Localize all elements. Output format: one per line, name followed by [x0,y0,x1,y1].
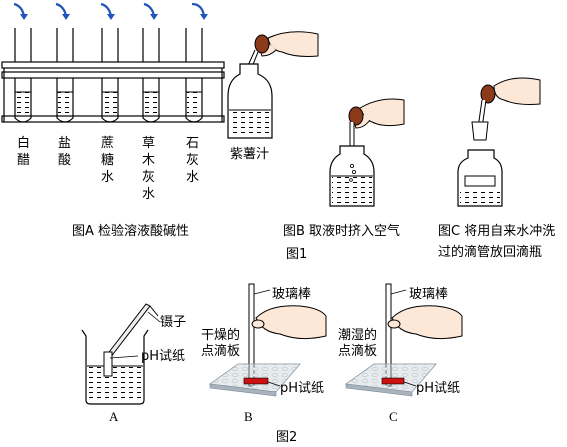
tube-label-char: 木 [142,153,155,168]
tube-label-char: 草 [142,136,155,151]
ph-paper-label-c: pH试纸 [416,381,460,396]
tube-label-char: 水 [101,170,114,185]
plate-label-c2: 点滴板 [338,343,377,359]
letter-b: B [244,409,253,424]
glass-rod-label-c: 玻璃棒 [409,287,448,302]
tube-label-char: 灰 [142,170,155,185]
tube-labels: 白 醋 盐 酸 蔗 糖 水 草 木 灰 水 石 灰 水 [17,135,199,202]
glass-rod-label-b: 玻璃棒 [272,287,311,302]
tube-label-char: 白 [17,135,30,151]
dropper-bottle-b [329,98,405,207]
plate-label-b2: 点滴板 [201,343,240,359]
setup-b: 玻璃棒 干燥的 点滴板 pH试纸 B [201,283,327,424]
caption-a: 图A 检验溶液酸碱性 [72,223,189,239]
tube-label-char: 水 [186,170,199,185]
caption-c-line1: 图C 将用自来水冲洗 [438,224,555,239]
lower-tubes [14,78,203,123]
tube-label-char: 盐 [58,136,71,151]
upper-tubes [14,28,203,62]
caption-c-line2: 过的滴管放回滴瓶 [438,244,542,260]
dropper-bottle-juice: 紫薯汁 [227,31,319,162]
bottle-label: 紫薯汁 [230,147,269,162]
letter-a: A [109,409,119,424]
caption-b: 图B 取液时挤入空气 [283,223,400,239]
letter-c: C [389,409,398,424]
tube-label-char: 石 [186,136,199,151]
tube-label-char: 水 [142,187,155,202]
tube-label-char: 糖 [101,152,114,168]
tube-label-char: 酸 [58,153,71,168]
plate-label-c1: 潮湿的 [338,327,377,343]
figure2-title: 图2 [276,430,297,445]
plate-label-b1: 干燥的 [201,327,240,343]
tube-label-char: 蔗 [101,136,114,151]
figure1-captions: 图A 检验溶液酸碱性 图B 取液时挤入空气 图C 将用自来水冲洗 过的滴管放回滴… [72,223,555,262]
tube-label-char: 醋 [17,152,30,168]
setup-c: 玻璃棒 潮湿的 点滴板 pH试纸 C [338,283,463,424]
tube-label-char: 灰 [186,153,199,168]
tweezers-label: 镊子 [160,315,186,330]
figure1-title: 图1 [286,247,307,262]
tube-rack [1,2,225,123]
ph-paper-label-b: pH试纸 [280,381,324,396]
beaker-a: 镊子 pH试纸 A [81,303,186,424]
ph-paper-label-a: pH试纸 [141,349,185,364]
dropper-bottle-c [457,77,541,207]
